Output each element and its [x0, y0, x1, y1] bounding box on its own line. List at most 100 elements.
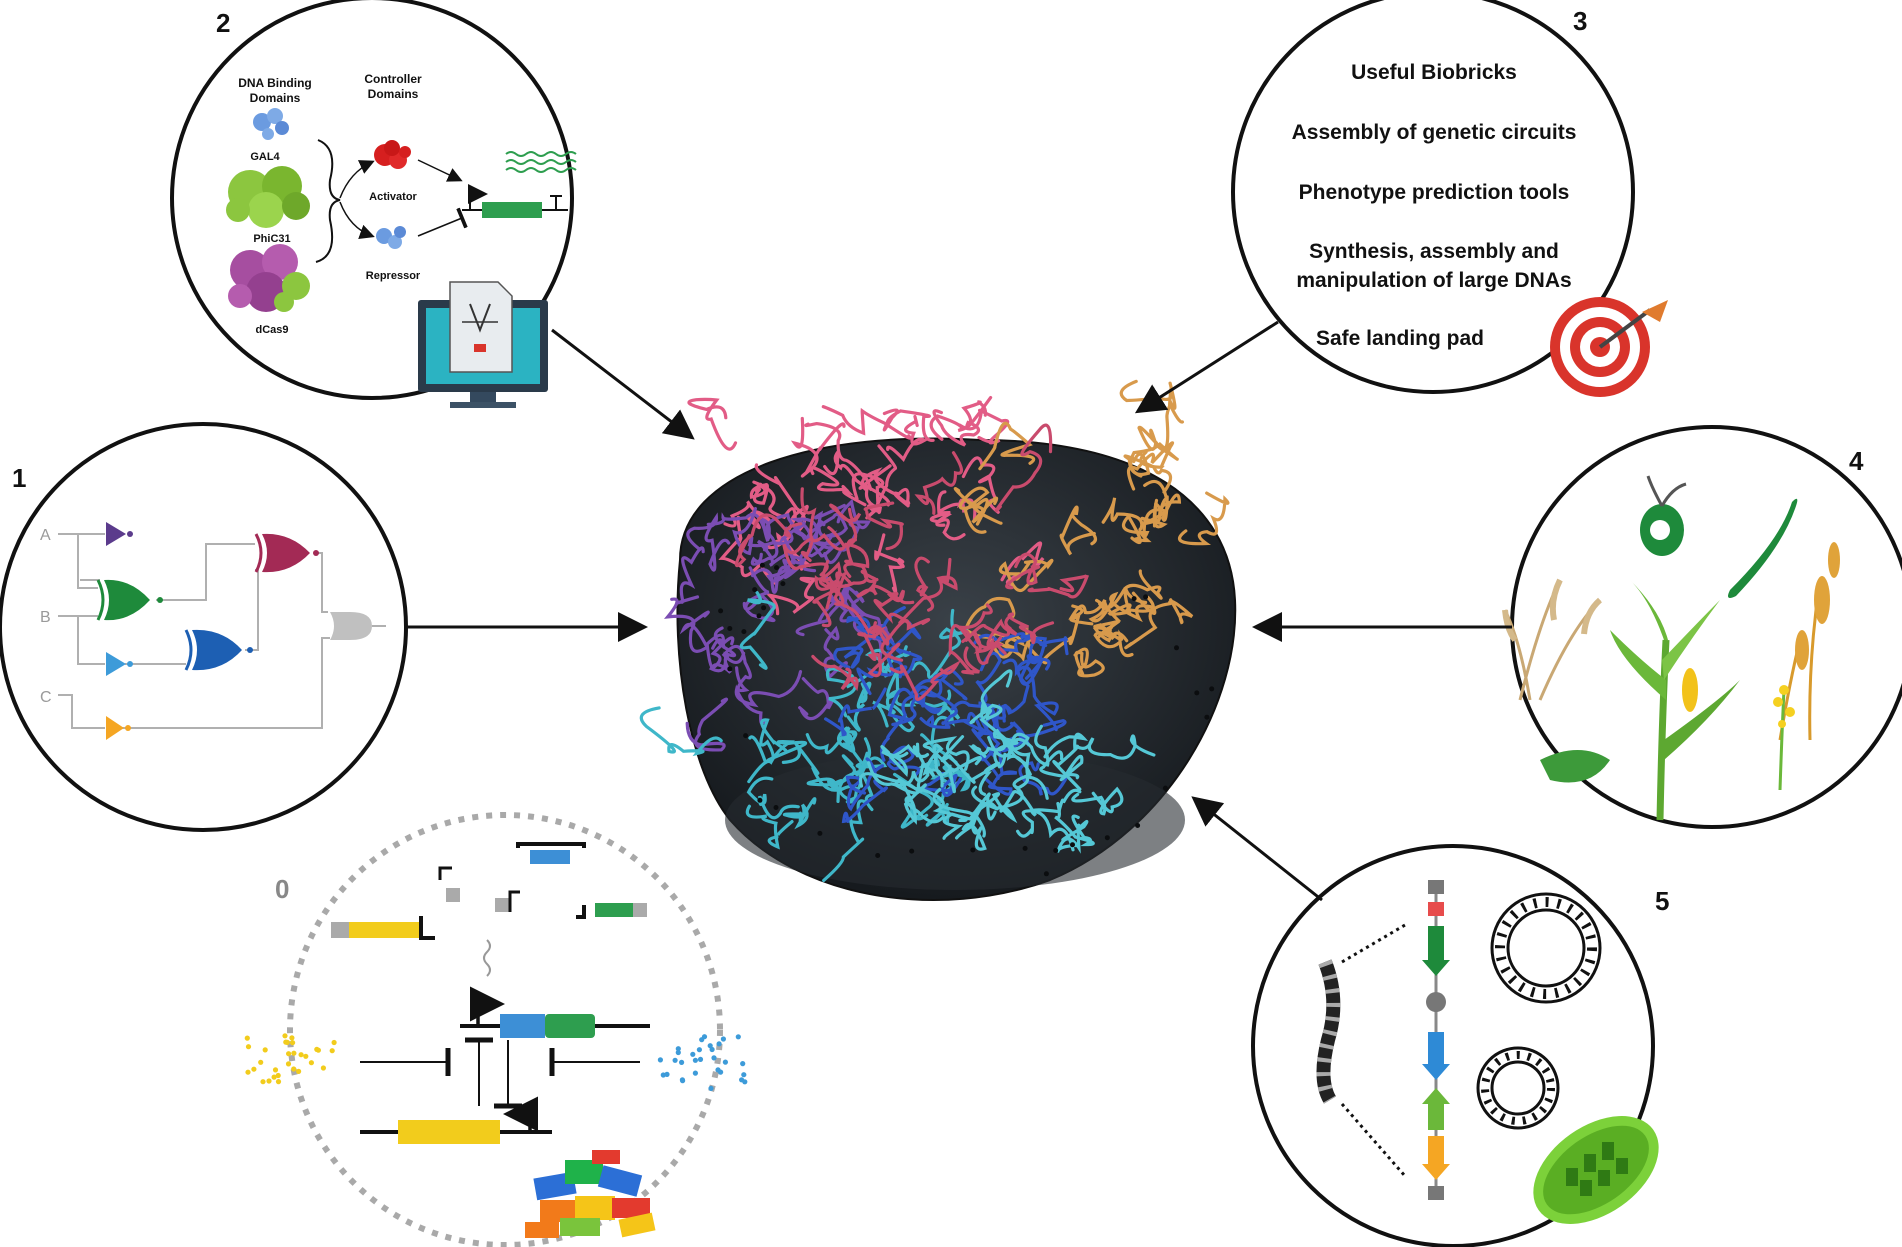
inducer-dot: [296, 1068, 302, 1074]
plasmid-large-icon: [1490, 892, 1602, 1004]
nuclear-pore: [1104, 835, 1110, 841]
inducer-dot: [298, 1052, 304, 1058]
chromatin-fiber: [734, 513, 803, 567]
chromatin-fiber: [922, 743, 956, 794]
chromatin-fiber: [880, 692, 921, 762]
nuclear-pore: [909, 848, 915, 854]
chromatin-fiber: [950, 700, 1027, 753]
inducer-dot: [308, 1060, 314, 1066]
chromatin-fiber: [1143, 479, 1182, 522]
inducer-dot: [331, 1039, 337, 1046]
chromatin-fiber: [812, 576, 840, 628]
inducer-dot: [690, 1051, 696, 1057]
inducer-dot: [716, 1041, 722, 1047]
chromatin-fiber: [1098, 569, 1163, 610]
chromatin-fiber: [749, 482, 769, 505]
dcas9-label: dCas9: [255, 324, 288, 336]
nuclear-pore: [1135, 823, 1141, 828]
chromatin-fiber: [827, 503, 862, 548]
nuclear-pore: [727, 666, 733, 672]
plasmid-small-icon: [1476, 1046, 1560, 1130]
chromatin-fiber: [1005, 552, 1041, 590]
chromatin-fiber: [734, 670, 803, 725]
inducer-dot: [664, 1071, 670, 1077]
chromatin-fiber: [846, 616, 922, 651]
chromatin-fiber: [821, 405, 912, 440]
inducer-dot: [275, 1079, 282, 1085]
phic31-protein: [226, 166, 310, 228]
chromatin-fiber: [991, 632, 1042, 663]
chromatin-fiber: [1119, 379, 1184, 424]
chromatin-fiber: [1178, 491, 1230, 546]
nuclear-pore: [773, 805, 779, 810]
chromatin-fiber: [687, 397, 738, 451]
panel-2: 2 DNA Binding Domains Controller Domains…: [170, 0, 577, 408]
chromatin-fiber: [886, 668, 952, 708]
panel-4: 4: [1502, 425, 1902, 829]
chromatin-fiber: [1093, 619, 1134, 658]
repressor-label: Repressor: [366, 270, 421, 282]
chromatin-fiber: [1123, 452, 1173, 494]
chromatin-fiber: [882, 408, 935, 442]
panel-3: 3 Useful Biobricks Assembly of genetic c…: [1231, 0, 1668, 397]
item-assembly-circuits: Assembly of genetic circuits: [1292, 121, 1577, 144]
nuclear-pore: [718, 608, 724, 614]
diatom-icon: [1728, 498, 1798, 598]
item-synthesis-line-1: Synthesis, assembly and: [1309, 240, 1559, 263]
chromatin-fiber: [811, 654, 859, 692]
chromatin-fiber: [639, 706, 723, 757]
chromatin-fiber: [790, 416, 846, 478]
chromatin-fiber: [975, 651, 1016, 742]
chromatin-fiber: [929, 510, 966, 541]
inducer-dot: [679, 1059, 685, 1065]
target-gene: [462, 151, 577, 218]
inducer-dot: [742, 1079, 748, 1085]
inducer-dot: [692, 1057, 699, 1063]
inducer-dot: [260, 1079, 266, 1085]
nuclear-pore: [759, 562, 765, 568]
chromatin-fiber: [809, 466, 867, 507]
chromatin-fiber: [993, 743, 1049, 800]
inducer-dot: [244, 1035, 250, 1041]
activator-label: Activator: [369, 191, 417, 203]
arrows: [406, 320, 1512, 902]
inducer-dot: [271, 1074, 277, 1080]
chromatin-fiber: [969, 669, 1013, 725]
nuclear-pore: [1070, 842, 1075, 848]
repressor-protein: [376, 226, 406, 249]
panel-4-number: 4: [1849, 446, 1864, 476]
inducer-dot: [675, 1046, 681, 1052]
inducer-dot: [262, 1047, 268, 1053]
chromatin-fiber: [764, 576, 818, 616]
chromatin-fibers: [639, 379, 1230, 882]
chromatin-fiber: [837, 751, 869, 804]
item-safe-landing-pad: Safe landing pad: [1316, 327, 1484, 350]
chromatin-fiber: [940, 735, 1001, 796]
nuclear-pore: [1209, 686, 1215, 692]
chromatin-fiber: [903, 783, 945, 825]
chromatin-fiber: [1059, 505, 1098, 556]
nuclear-pore: [970, 847, 976, 853]
chromatin-fiber: [752, 480, 801, 562]
chromatin-fiber: [872, 688, 916, 733]
nuclear-pore: [875, 853, 881, 858]
nuclear-pore: [743, 733, 749, 739]
chromatin-fiber: [804, 421, 873, 491]
chromatin-fiber: [1043, 732, 1089, 791]
chromatin-fiber: [721, 644, 752, 693]
chromatin-fiber: [953, 487, 1003, 525]
chromatin-fiber: [857, 632, 901, 678]
arrow-from-panel-3: [1134, 320, 1279, 414]
inducer-dot: [711, 1055, 717, 1061]
inducer-dot: [320, 1065, 326, 1071]
inducer-dot: [722, 1059, 729, 1065]
inducer-dot: [741, 1072, 747, 1078]
nuclear-pore: [752, 587, 758, 593]
chromatin-fiber: [948, 623, 981, 675]
inducer-dot: [720, 1036, 727, 1042]
nuclear-pore: [756, 613, 762, 619]
chloroplast-icon: [1533, 1116, 1659, 1224]
chromatin-fiber: [886, 414, 928, 462]
nuclear-pore: [780, 581, 786, 587]
